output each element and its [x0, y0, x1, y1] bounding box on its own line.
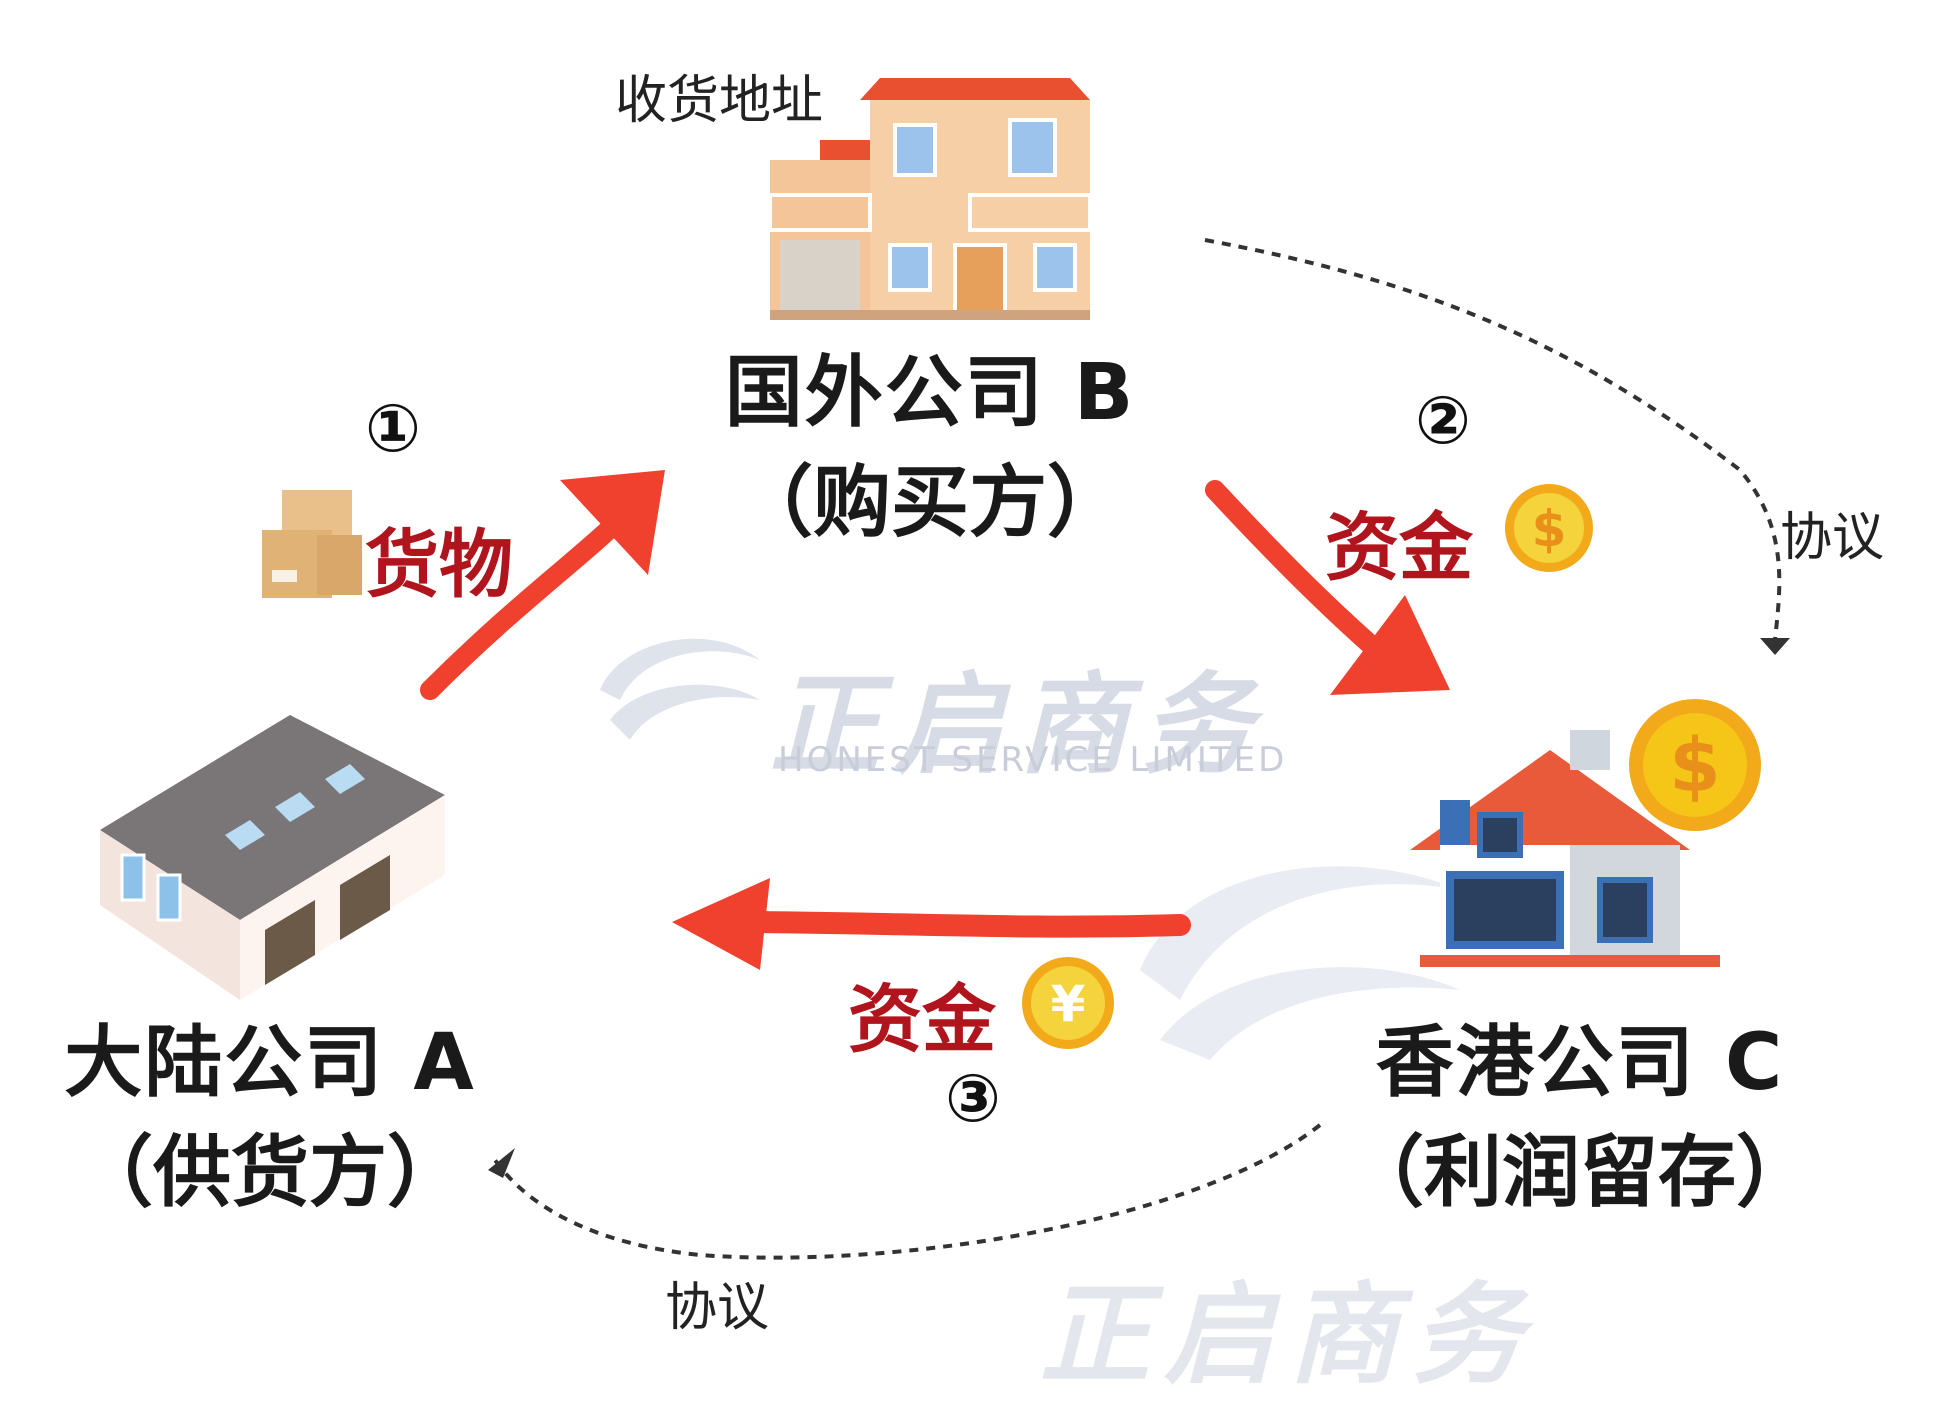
- node-b-name: 国外公司 B: [724, 348, 1136, 438]
- agreement-arrowhead-bottom: [488, 1148, 515, 1178]
- boxes-icon: [262, 490, 362, 598]
- agreement-label-bottom: 协议: [665, 1278, 770, 1338]
- dollar-coin-small-icon: $: [1505, 484, 1593, 572]
- step-3-number: ③: [945, 1060, 1001, 1137]
- node-a-name: 大陆公司 A: [64, 1018, 476, 1108]
- svg-text:$: $: [1532, 500, 1567, 558]
- watermark-logo-icon: [600, 638, 760, 740]
- node-c-role: （利润留存）: [1345, 1128, 1814, 1218]
- warehouse-icon: [100, 715, 445, 1000]
- step-2-label: 资金: [1325, 505, 1473, 591]
- watermark-brand-en: HONEST SERVICE LIMITED: [778, 740, 1288, 780]
- step-1-label: 货物: [365, 522, 513, 608]
- step-2-number: ②: [1415, 382, 1471, 459]
- agreement-label-top: 协议: [1780, 508, 1885, 568]
- svg-text:$: $: [1669, 723, 1721, 809]
- watermark-brand-cn: 正启商务: [770, 661, 1266, 789]
- svg-text:¥: ¥: [1051, 975, 1086, 1033]
- node-a-role: （供货方）: [74, 1128, 465, 1218]
- step-3-label: 资金: [848, 977, 996, 1063]
- dollar-coin-icon: $: [1629, 699, 1761, 831]
- arrow-funds-ca: [719, 911, 1191, 938]
- delivery-address-note: 收货地址: [615, 71, 824, 131]
- house-icon: [1410, 730, 1720, 967]
- villa-icon: [768, 78, 1092, 322]
- watermark-footer-cn: 正启商务: [1040, 1271, 1536, 1399]
- watermark-swoosh-icon: [1140, 866, 1460, 1060]
- step-1-number: ①: [365, 390, 421, 467]
- node-b-role: （购买方）: [734, 458, 1125, 548]
- node-c-name: 香港公司 C: [1375, 1018, 1785, 1108]
- yuan-coin-icon: ¥: [1022, 957, 1114, 1049]
